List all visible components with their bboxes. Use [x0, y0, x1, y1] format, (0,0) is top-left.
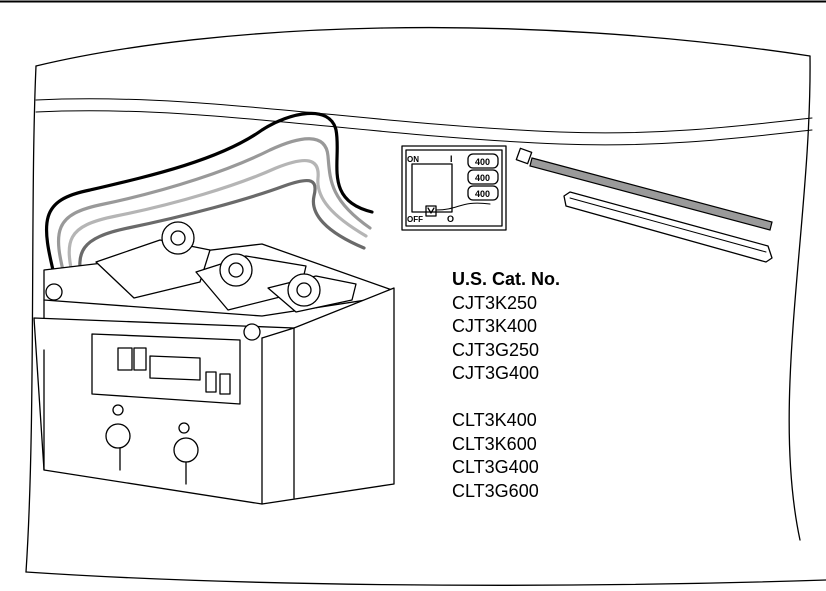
cable-tie	[515, 147, 773, 231]
catalog-item: CJT3K400	[452, 316, 538, 337]
circuit-breaker	[33, 239, 395, 505]
rating-3: 400	[475, 189, 490, 199]
on-text: ON	[407, 155, 419, 164]
catalog-spacer	[452, 386, 560, 409]
off-symbol: O	[447, 214, 454, 224]
catalog-item: CJT3G250	[452, 339, 540, 360]
wire-harness	[44, 111, 374, 284]
catalog-item: CLT3K400	[452, 409, 537, 430]
catalog-item: CJT3G400	[452, 363, 540, 384]
on-symbol: I	[450, 154, 453, 164]
rating-2: 400	[475, 173, 490, 183]
catalog-heading: U.S. Cat. No.	[452, 269, 561, 289]
terminal-lugs	[161, 221, 321, 307]
catalog-item: CLT3K600	[452, 433, 537, 454]
insulating-rod	[563, 191, 773, 263]
rating-1: 400	[475, 157, 490, 167]
catalog-item: CLT3G600	[452, 480, 539, 501]
off-text: OFF	[407, 215, 423, 224]
catalog-item: CLT3G400	[452, 457, 539, 478]
catalog-item: CJT3K250	[452, 292, 538, 313]
enclosure-panel	[25, 26, 826, 586]
rating-label: ON I OFF O 400 400 400	[401, 145, 507, 231]
catalog-number-list: U.S. Cat. No. CJT3K250 CJT3K400 CJT3G250…	[452, 268, 560, 503]
